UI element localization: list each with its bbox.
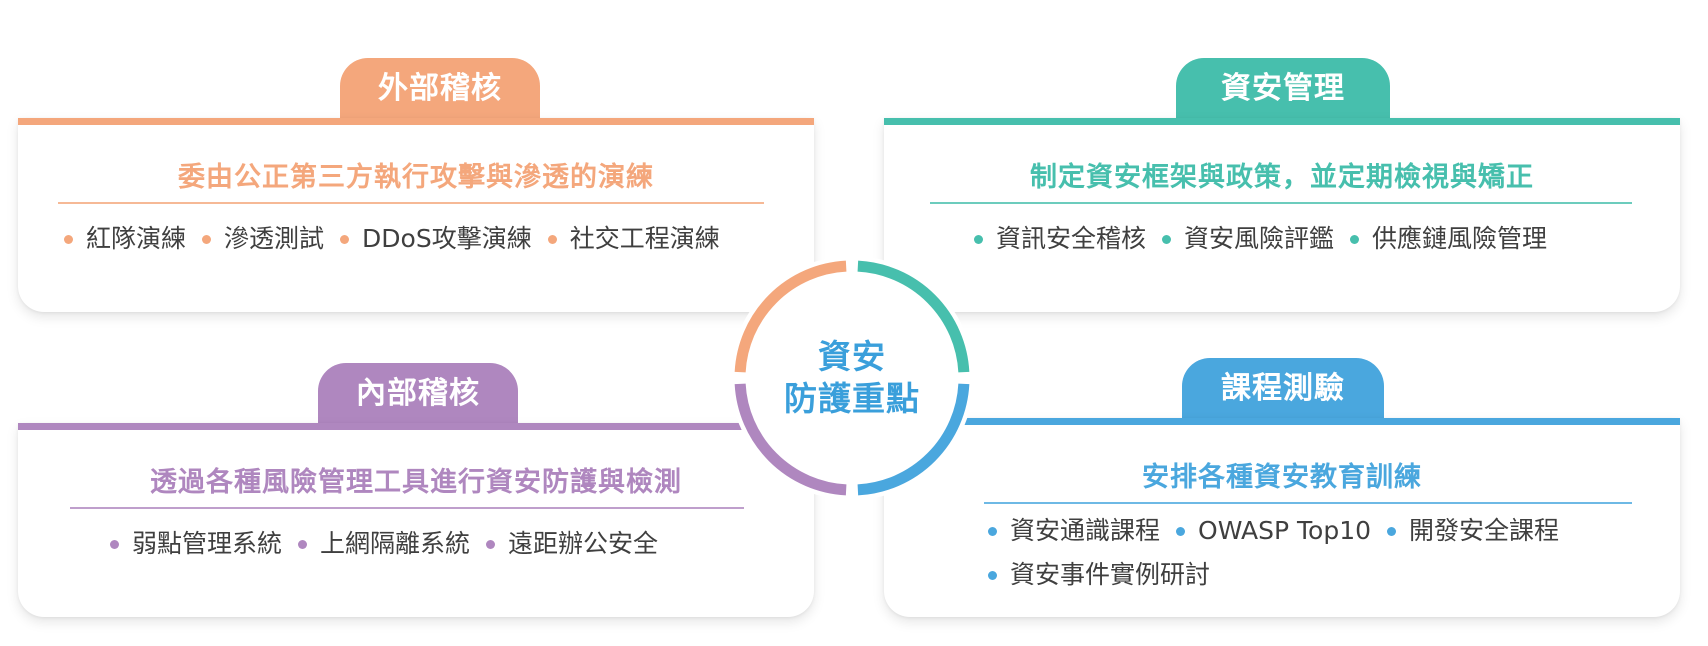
ring-segment-top-left — [734, 260, 847, 373]
course-testing-items: 資安通識課程 OWASP Top10 開發安全課程 資安事件實例研討 — [988, 513, 1640, 593]
hub-background — [730, 256, 974, 500]
internal-audit-tab: 內部稽核 — [318, 363, 518, 425]
bullet-dot-icon — [1176, 526, 1186, 536]
center-label-line1: 資安 — [818, 337, 886, 376]
list-item: 資安風險評鑑 — [1162, 221, 1334, 257]
list-item: 紅隊演練 — [64, 221, 186, 257]
internal-audit-title: 透過各種風險管理工具進行資安防護與檢測 — [150, 467, 682, 498]
external-audit-tab: 外部稽核 — [340, 58, 540, 120]
center-label: 資安 防護重點 — [729, 255, 975, 501]
security-management-tab: 資安管理 — [1176, 58, 1390, 120]
bullet-dot-icon — [1162, 234, 1172, 244]
bullet-dot-icon — [974, 234, 983, 244]
course-testing-title: 安排各種資安教育訓練 — [1142, 462, 1422, 493]
internal-audit-divider — [70, 507, 744, 509]
course-testing-divider — [984, 502, 1632, 504]
list-item: 社交工程演練 — [547, 221, 720, 257]
external-audit-divider — [58, 202, 764, 204]
bullet-dot-icon — [1350, 234, 1360, 244]
course-testing-tab: 課程測驗 — [1182, 358, 1384, 420]
list-item: 滲透測試 — [202, 221, 324, 257]
list-item: 資訊安全稽核 — [974, 221, 1146, 257]
security-management-divider — [930, 202, 1632, 204]
list-item: 資安事件實例研討 — [988, 557, 1210, 593]
bullet-dot-icon — [486, 539, 496, 549]
external-audit-title: 委由公正第三方執行攻擊與滲透的演練 — [178, 162, 654, 193]
internal-audit-items: 弱點管理系統 上網隔離系統 遠距辦公安全 — [110, 526, 794, 562]
bullet-dot-icon — [547, 234, 557, 244]
external-audit-items: 紅隊演練 滲透測試 DDoS攻擊演練 社交工程演練 — [64, 221, 794, 257]
list-item: 遠距辦公安全 — [486, 526, 658, 562]
list-item: OWASP Top10 — [1176, 513, 1371, 549]
center-label-line2: 防護重點 — [784, 379, 920, 418]
list-item: 弱點管理系統 — [110, 526, 282, 562]
security-management-items: 資訊安全稽核 資安風險評鑑 供應鏈風險管理 — [974, 221, 1660, 257]
bullet-dot-icon — [110, 539, 119, 549]
list-item: 開發安全課程 — [1387, 513, 1559, 549]
external-audit-card: 委由公正第三方執行攻擊與滲透的演練 紅隊演練 滲透測試 DDoS攻擊演練 社交工… — [18, 118, 814, 312]
security-management-card: 制定資安框架與政策，並定期檢視與矯正 資訊安全稽核 資安風險評鑑 供應鏈風險管理 — [884, 118, 1680, 312]
ring-segment-top-right — [857, 260, 970, 373]
bullet-dot-icon — [340, 234, 350, 244]
internal-audit-card: 透過各種風險管理工具進行資安防護與檢測 弱點管理系統 上網隔離系統 遠距辦公安全 — [18, 423, 814, 617]
list-item: 資安通識課程 — [988, 513, 1160, 549]
bullet-dot-icon — [202, 234, 212, 244]
ring-segment-bottom-left — [734, 383, 847, 496]
bullet-dot-icon — [298, 539, 308, 549]
center-hub-ring — [730, 256, 974, 500]
security-management-title: 制定資安框架與政策，並定期檢視與矯正 — [1030, 162, 1534, 193]
list-item: 上網隔離系統 — [298, 526, 470, 562]
bullet-dot-icon — [988, 570, 997, 580]
bullet-dot-icon — [1387, 526, 1397, 536]
bullet-dot-icon — [988, 526, 997, 536]
list-item: DDoS攻擊演練 — [340, 221, 532, 257]
course-testing-card: 安排各種資安教育訓練 資安通識課程 OWASP Top10 開發安全課程 資安事… — [884, 418, 1680, 617]
list-item: 供應鏈風險管理 — [1350, 221, 1547, 257]
ring-segment-bottom-right — [857, 383, 970, 496]
bullet-dot-icon — [64, 234, 73, 244]
